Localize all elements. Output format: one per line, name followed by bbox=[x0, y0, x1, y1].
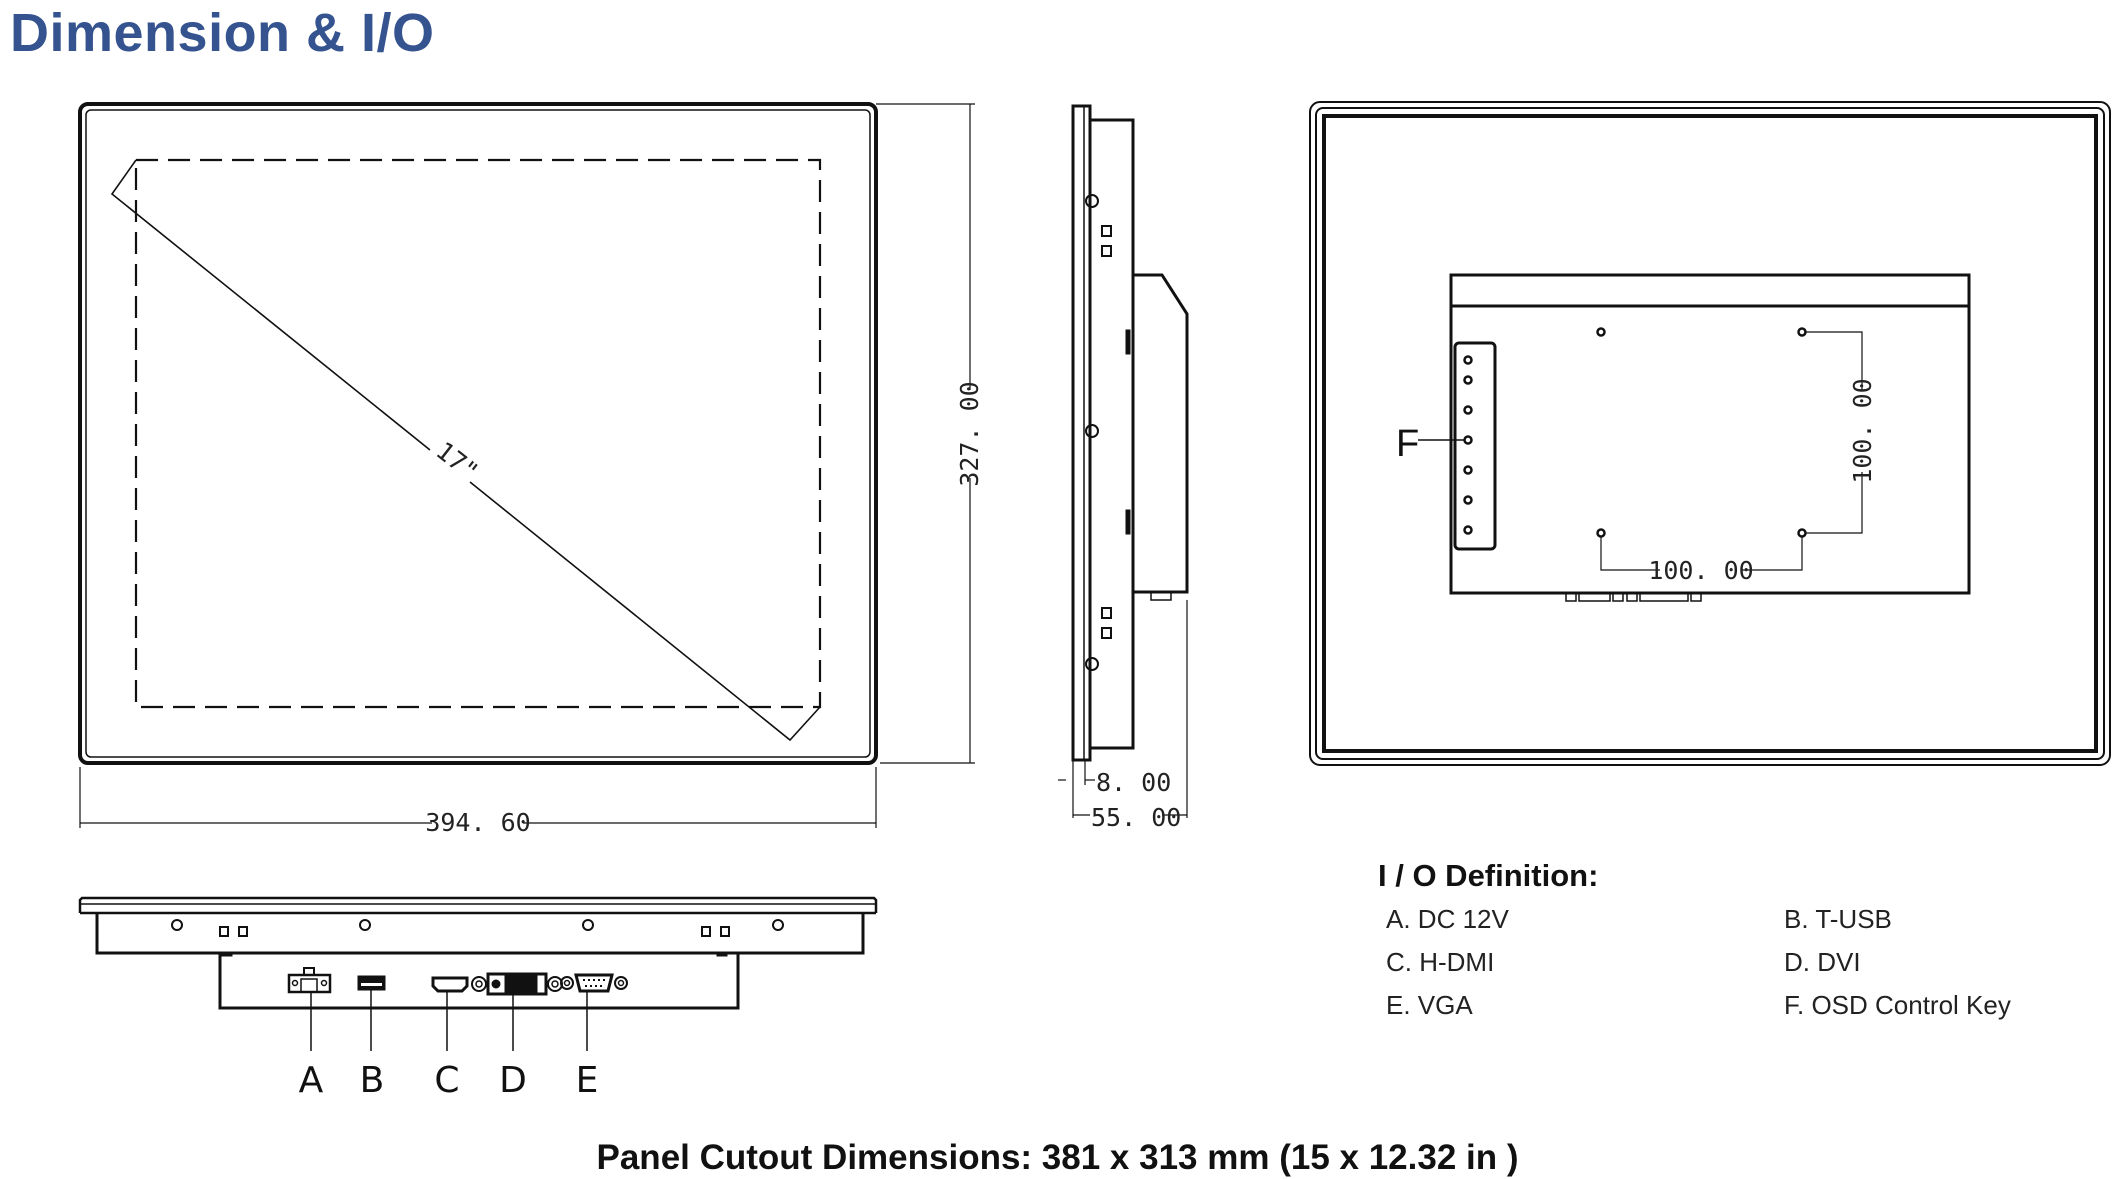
bezel-depth-dimension: 8. 00 bbox=[1096, 768, 1171, 797]
vesa-vertical-dimension: 100. 00 bbox=[1848, 378, 1877, 483]
port-label-a: A bbox=[299, 1060, 324, 1101]
io-item-c: C. H-DMI bbox=[1386, 947, 1495, 977]
bottom-view bbox=[78, 896, 878, 1051]
port-label-d: D bbox=[499, 1060, 527, 1101]
vesa-horizontal-dimension: 100. 00 bbox=[1648, 556, 1753, 585]
io-item-b: B. T-USB bbox=[1784, 904, 1892, 934]
io-item-f: F. OSD Control Key bbox=[1784, 990, 2011, 1020]
io-item-e: E. VGA bbox=[1386, 990, 1473, 1020]
rear-view bbox=[1309, 101, 2111, 766]
page-title: Dimension & I/O bbox=[10, 3, 435, 63]
io-item-a: A. DC 12V bbox=[1386, 904, 1509, 934]
io-definition-title: I / O Definition: bbox=[1378, 858, 1599, 893]
port-label-e: E bbox=[576, 1060, 599, 1101]
port-label-c: C bbox=[434, 1060, 459, 1101]
total-depth-dimension: 55. 00 bbox=[1091, 803, 1181, 832]
panel-cutout-dimensions: Panel Cutout Dimensions: 381 x 313 mm (1… bbox=[596, 1138, 1519, 1177]
width-dimension: 394. 60 bbox=[425, 808, 530, 837]
height-dimension: 327. 00 bbox=[955, 381, 984, 486]
osd-callout-label: F bbox=[1396, 423, 1419, 465]
io-item-d: D. DVI bbox=[1784, 947, 1861, 977]
diagonal-dimension: 17" bbox=[431, 436, 484, 487]
port-label-b: B bbox=[360, 1060, 385, 1101]
side-view bbox=[1058, 104, 1189, 818]
front-view bbox=[78, 102, 975, 828]
